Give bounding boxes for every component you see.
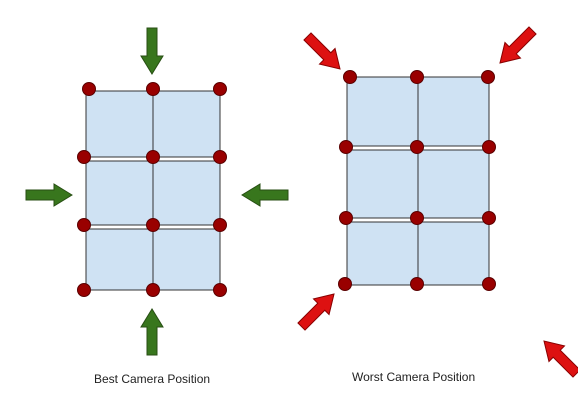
corner-marker [77, 218, 91, 232]
corner-marker [213, 283, 227, 297]
worst-camera-caption: Worst Camera Position [352, 370, 476, 384]
grid-cell [417, 76, 490, 147]
corner-marker [339, 140, 353, 154]
corner-marker [343, 70, 357, 84]
grid-cell [85, 228, 154, 291]
corner-marker [482, 211, 496, 225]
camera-arrow-down-left [499, 26, 537, 64]
camera-arrow-right [25, 183, 73, 207]
corner-marker [482, 140, 496, 154]
camera-arrow-up [140, 308, 164, 356]
best-camera-panel [25, 27, 289, 356]
grid-cell [346, 76, 419, 147]
grid-cell [417, 149, 490, 219]
camera-arrow-up-right [297, 293, 335, 331]
corner-marker [77, 283, 91, 297]
corner-marker [82, 82, 96, 96]
corner-marker [146, 82, 160, 96]
corner-marker [410, 140, 424, 154]
grid-cell [417, 221, 490, 286]
grid-cell [346, 149, 419, 219]
corner-marker [410, 277, 424, 291]
grid-cell [85, 160, 154, 226]
corner-marker [146, 283, 160, 297]
corner-marker [146, 218, 160, 232]
corner-marker [410, 70, 424, 84]
corner-marker [338, 277, 352, 291]
corner-marker [213, 82, 227, 96]
best-camera-caption: Best Camera Position [94, 372, 211, 386]
camera-arrow-left [241, 183, 289, 207]
camera-arrow-down [140, 27, 164, 75]
grid-cell [152, 160, 221, 226]
worst-camera-panel [297, 26, 578, 378]
grid-cell [85, 90, 154, 158]
corner-marker [77, 150, 91, 164]
camera-arrow-down-right [303, 32, 341, 70]
corner-marker [482, 277, 496, 291]
corner-marker [339, 211, 353, 225]
grid-cell [152, 228, 221, 291]
corner-marker [213, 218, 227, 232]
grid-cell [346, 221, 419, 286]
corner-marker [410, 211, 424, 225]
corner-marker [481, 70, 495, 84]
camera-arrow-up-left [543, 340, 578, 378]
corner-marker [213, 150, 227, 164]
grid-cell [152, 90, 221, 158]
corner-marker [146, 150, 160, 164]
